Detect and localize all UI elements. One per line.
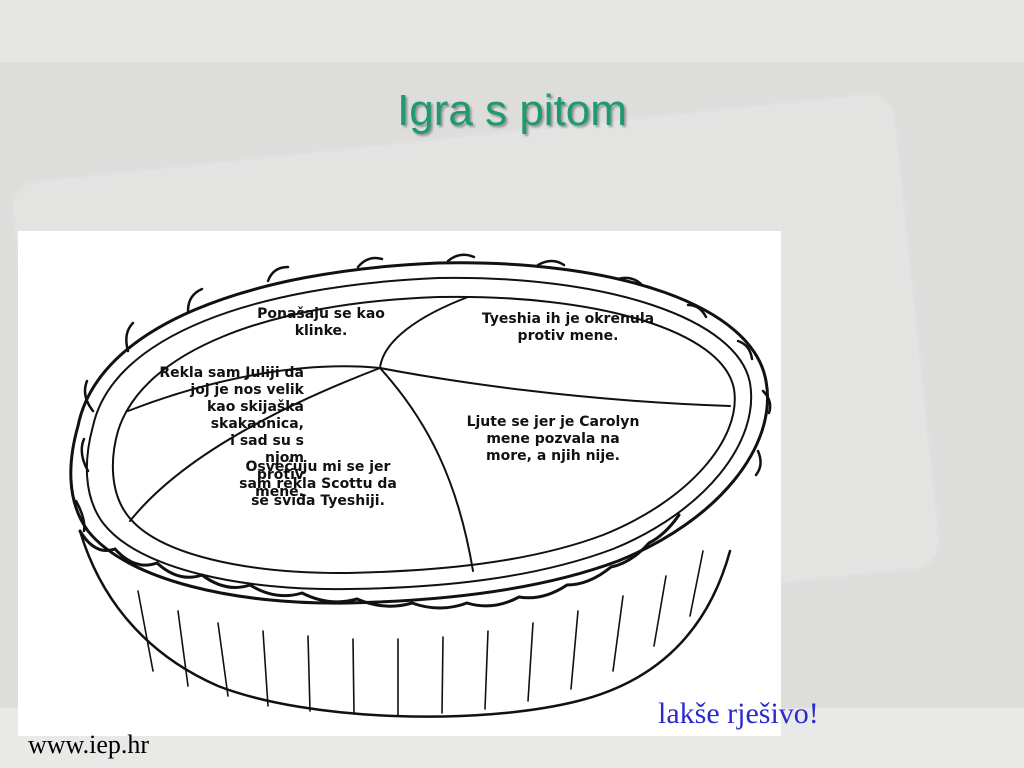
pie-slice-left-text: Rekla sam Juliji da joj je nos velik kao…	[159, 365, 304, 500]
pie-slice-right-text: Ljute se jer je Carolyn mene pozvala na …	[466, 414, 640, 464]
slide-title: Igra s pitom	[397, 86, 627, 135]
pie-slice-center-text: Osvećuju mi se jer sam rekla Scottu da s…	[239, 459, 397, 509]
pie-slice-top-text: Ponašaju se kao klinke.	[257, 306, 385, 339]
footer-url[interactable]: www.iep.hr	[28, 730, 150, 759]
pie-drawing	[69, 253, 772, 718]
pie-slice-top-right-text: Tyeshia ih je okrenula protiv mene.	[481, 311, 655, 344]
pie-illustration: Ponašaju se kao klinke. Tyeshia ih je ok…	[18, 231, 781, 736]
slide-top-band	[0, 0, 1024, 62]
caption-text: lakše rješivo!	[658, 697, 819, 730]
